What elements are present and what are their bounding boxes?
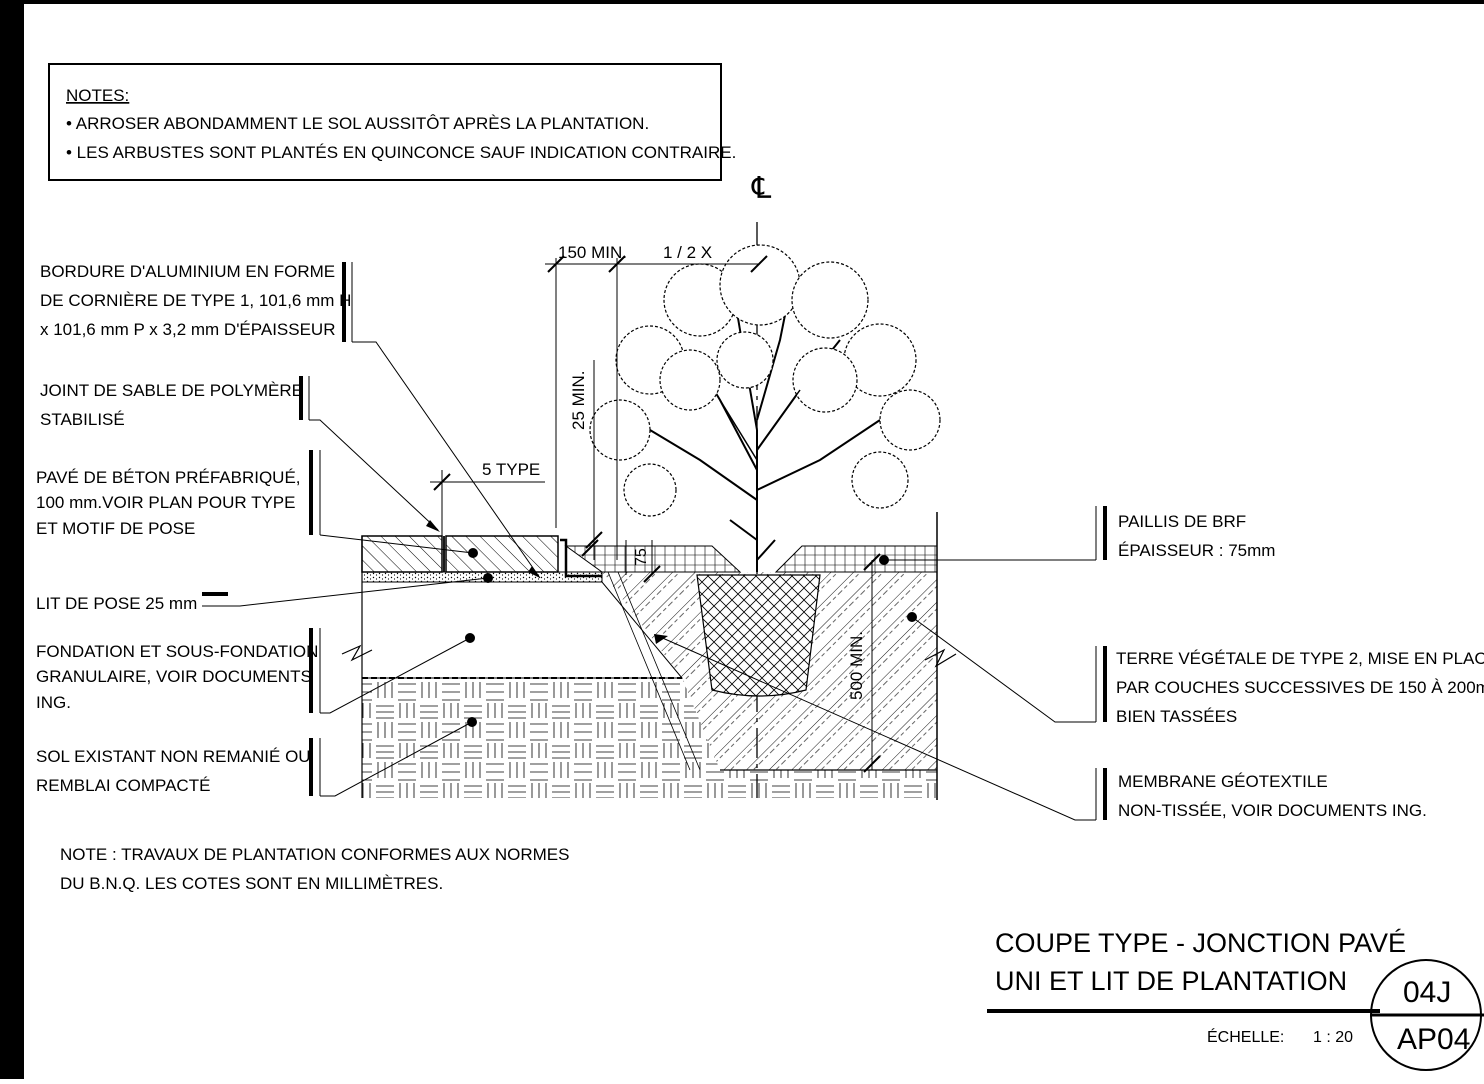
label-bordure-1: BORDURE D'ALUMINIUM EN FORME	[40, 262, 335, 281]
label-paillis-1: PAILLIS DE BRF	[1118, 512, 1246, 531]
dim-25-min: 25 MIN.	[569, 370, 588, 430]
label-terre-3: BIEN TASSÉES	[1116, 707, 1237, 726]
left-labels: BORDURE D'ALUMINIUM EN FORME DE CORNIÈRE…	[36, 262, 351, 795]
concrete-pavers	[361, 535, 559, 573]
tree-illustration	[589, 244, 941, 572]
bottom-note: NOTE : TRAVAUX DE PLANTATION CONFORMES A…	[60, 845, 569, 893]
root-ball-hatch	[697, 575, 820, 696]
label-bordure-3: x 101,6 mm P x 3,2 mm D'ÉPAISSEUR	[40, 320, 335, 339]
label-sol-2: REMBLAI COMPACTÉ	[36, 776, 210, 795]
label-paillis-2: ÉPAISSEUR : 75mm	[1118, 541, 1275, 560]
label-fondation-2: GRANULAIRE, VOIR DOCUMENTS	[36, 667, 312, 686]
centerline-symbol: ℄	[751, 172, 772, 205]
sheet-number: AP04	[1397, 1023, 1470, 1056]
left-leaders	[202, 262, 541, 797]
label-terre-2: PAR COUCHES SUCCESSIVES DE 150 À 200mm	[1116, 678, 1484, 697]
notes-box: NOTES: • ARROSER ABONDAMMENT LE SOL AUSS…	[48, 63, 736, 181]
dim-150-min: 150 MIN.	[558, 243, 627, 262]
dim-half-x: 1 / 2 X	[663, 243, 712, 262]
drawing-title-line-2: UNI ET LIT DE PLANTATION	[995, 966, 1347, 996]
label-joint-2: STABILISÉ	[40, 410, 125, 429]
label-membrane-1: MEMBRANE GÉOTEXTILE	[1118, 772, 1328, 791]
break-line-right	[924, 648, 957, 668]
label-fondation-3: ING.	[36, 693, 71, 712]
note-item-2: • LES ARBUSTES SONT PLANTÉS EN QUINCONCE…	[66, 143, 736, 162]
title-block: COUPE TYPE - JONCTION PAVÉ UNI ET LIT DE…	[987, 928, 1484, 1071]
existing-soil-layer	[362, 677, 937, 798]
scale-label: ÉCHELLE:	[1207, 1027, 1284, 1046]
notes-heading: NOTES:	[66, 86, 129, 105]
drawing-title-line-1: COUPE TYPE - JONCTION PAVÉ	[995, 928, 1406, 958]
label-membrane-2: NON-TISSÉE, VOIR DOCUMENTS ING.	[1118, 801, 1427, 820]
label-fondation-1: FONDATION ET SOUS-FONDATION	[36, 642, 318, 661]
note-item-1: • ARROSER ABONDAMMENT LE SOL AUSSITÔT AP…	[66, 114, 649, 133]
right-leaders	[654, 506, 1107, 821]
dimension-lines: 150 MIN. 1 / 2 X 25 MIN. 5 TYPE 75 500 M…	[430, 243, 881, 773]
label-terre-1: TERRE VÉGÉTALE DE TYPE 2, MISE EN PLACE	[1116, 649, 1484, 668]
label-pave-1: PAVÉ DE BÉTON PRÉFABRIQUÉ,	[36, 468, 301, 487]
label-lit-de-pose: LIT DE POSE 25 mm	[36, 594, 197, 613]
dim-75: 75	[633, 548, 650, 566]
aluminum-edging	[560, 538, 602, 578]
break-line-left	[341, 644, 373, 662]
label-sol-1: SOL EXISTANT NON REMANIÉ OU	[36, 747, 311, 766]
label-bordure-2: DE CORNIÈRE DE TYPE 1, 101,6 mm H	[40, 291, 351, 310]
label-pave-3: ET MOTIF DE POSE	[36, 519, 195, 538]
dim-500-min: 500 MIN.	[847, 631, 866, 700]
right-labels: PAILLIS DE BRF ÉPAISSEUR : 75mm TERRE VÉ…	[1116, 512, 1484, 820]
label-joint-1: JOINT DE SABLE DE POLYMÈRE	[40, 381, 303, 400]
mulch-layer	[564, 545, 938, 573]
bottom-note-line-2: DU B.N.Q. LES COTES SONT EN MILLIMÈTRES.	[60, 874, 443, 893]
label-pave-2: 100 mm.VOIR PLAN POUR TYPE	[36, 493, 295, 512]
bottom-note-line-1: NOTE : TRAVAUX DE PLANTATION CONFORMES A…	[60, 845, 569, 864]
detail-number: 04J	[1403, 976, 1451, 1009]
scale-value: 1 : 20	[1313, 1029, 1353, 1046]
dim-5-type: 5 TYPE	[482, 460, 540, 479]
